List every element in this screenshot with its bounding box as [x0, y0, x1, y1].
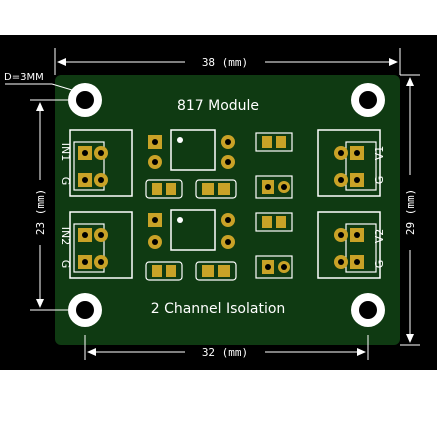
- mounting-hole-top-right: [351, 83, 385, 117]
- dimension-left-label: 23 (mm): [34, 189, 47, 235]
- smd-resistor-r2: [195, 179, 237, 199]
- mounting-hole-bottom-right: [351, 293, 385, 327]
- mounting-hole-bottom-left: [68, 293, 102, 327]
- board-subtitle: 2 Channel Isolation: [151, 301, 286, 317]
- label-in2: IN2: [59, 227, 72, 245]
- mounting-hole-top-left: [68, 83, 102, 117]
- pcb-board: [55, 75, 400, 345]
- label-g-right-2: G: [373, 260, 386, 269]
- dimension-bottom-label: 32 (mm): [202, 346, 248, 359]
- optocoupler-2: [148, 209, 235, 251]
- smd-resistor-r5: [195, 261, 237, 281]
- label-v2: V2: [373, 229, 386, 244]
- dimension-top-label: 38 (mm): [202, 56, 248, 69]
- jumper-1: [255, 175, 293, 199]
- smd-resistor-r4: [145, 261, 183, 281]
- right-connector-v1: [317, 129, 381, 197]
- right-connector-v2: [317, 211, 381, 279]
- hole-diameter-callout: [5, 83, 73, 91]
- label-g-left-1: G: [59, 177, 72, 186]
- dimension-top: [54, 48, 401, 75]
- smd-resistor-r6: [255, 212, 293, 232]
- smd-resistor-r3: [255, 132, 293, 152]
- label-g-left-2: G: [59, 260, 72, 269]
- smd-resistor-r1: [145, 179, 183, 199]
- board-title: 817 Module: [177, 98, 259, 114]
- dimension-right-label: 29 (mm): [404, 189, 417, 235]
- left-connector-in1: [69, 129, 133, 197]
- label-v1: V1: [373, 146, 386, 161]
- dimension-left: [30, 99, 68, 311]
- label-g-right-1: G: [373, 176, 386, 185]
- dimension-right: [400, 74, 420, 346]
- hole-diameter-label: D=3MM: [4, 72, 44, 83]
- dimension-bottom: [84, 335, 369, 360]
- optocoupler-1: [148, 129, 235, 171]
- jumper-2: [255, 255, 293, 279]
- left-connector-in2: [69, 211, 133, 279]
- label-in1: IN1: [59, 143, 72, 161]
